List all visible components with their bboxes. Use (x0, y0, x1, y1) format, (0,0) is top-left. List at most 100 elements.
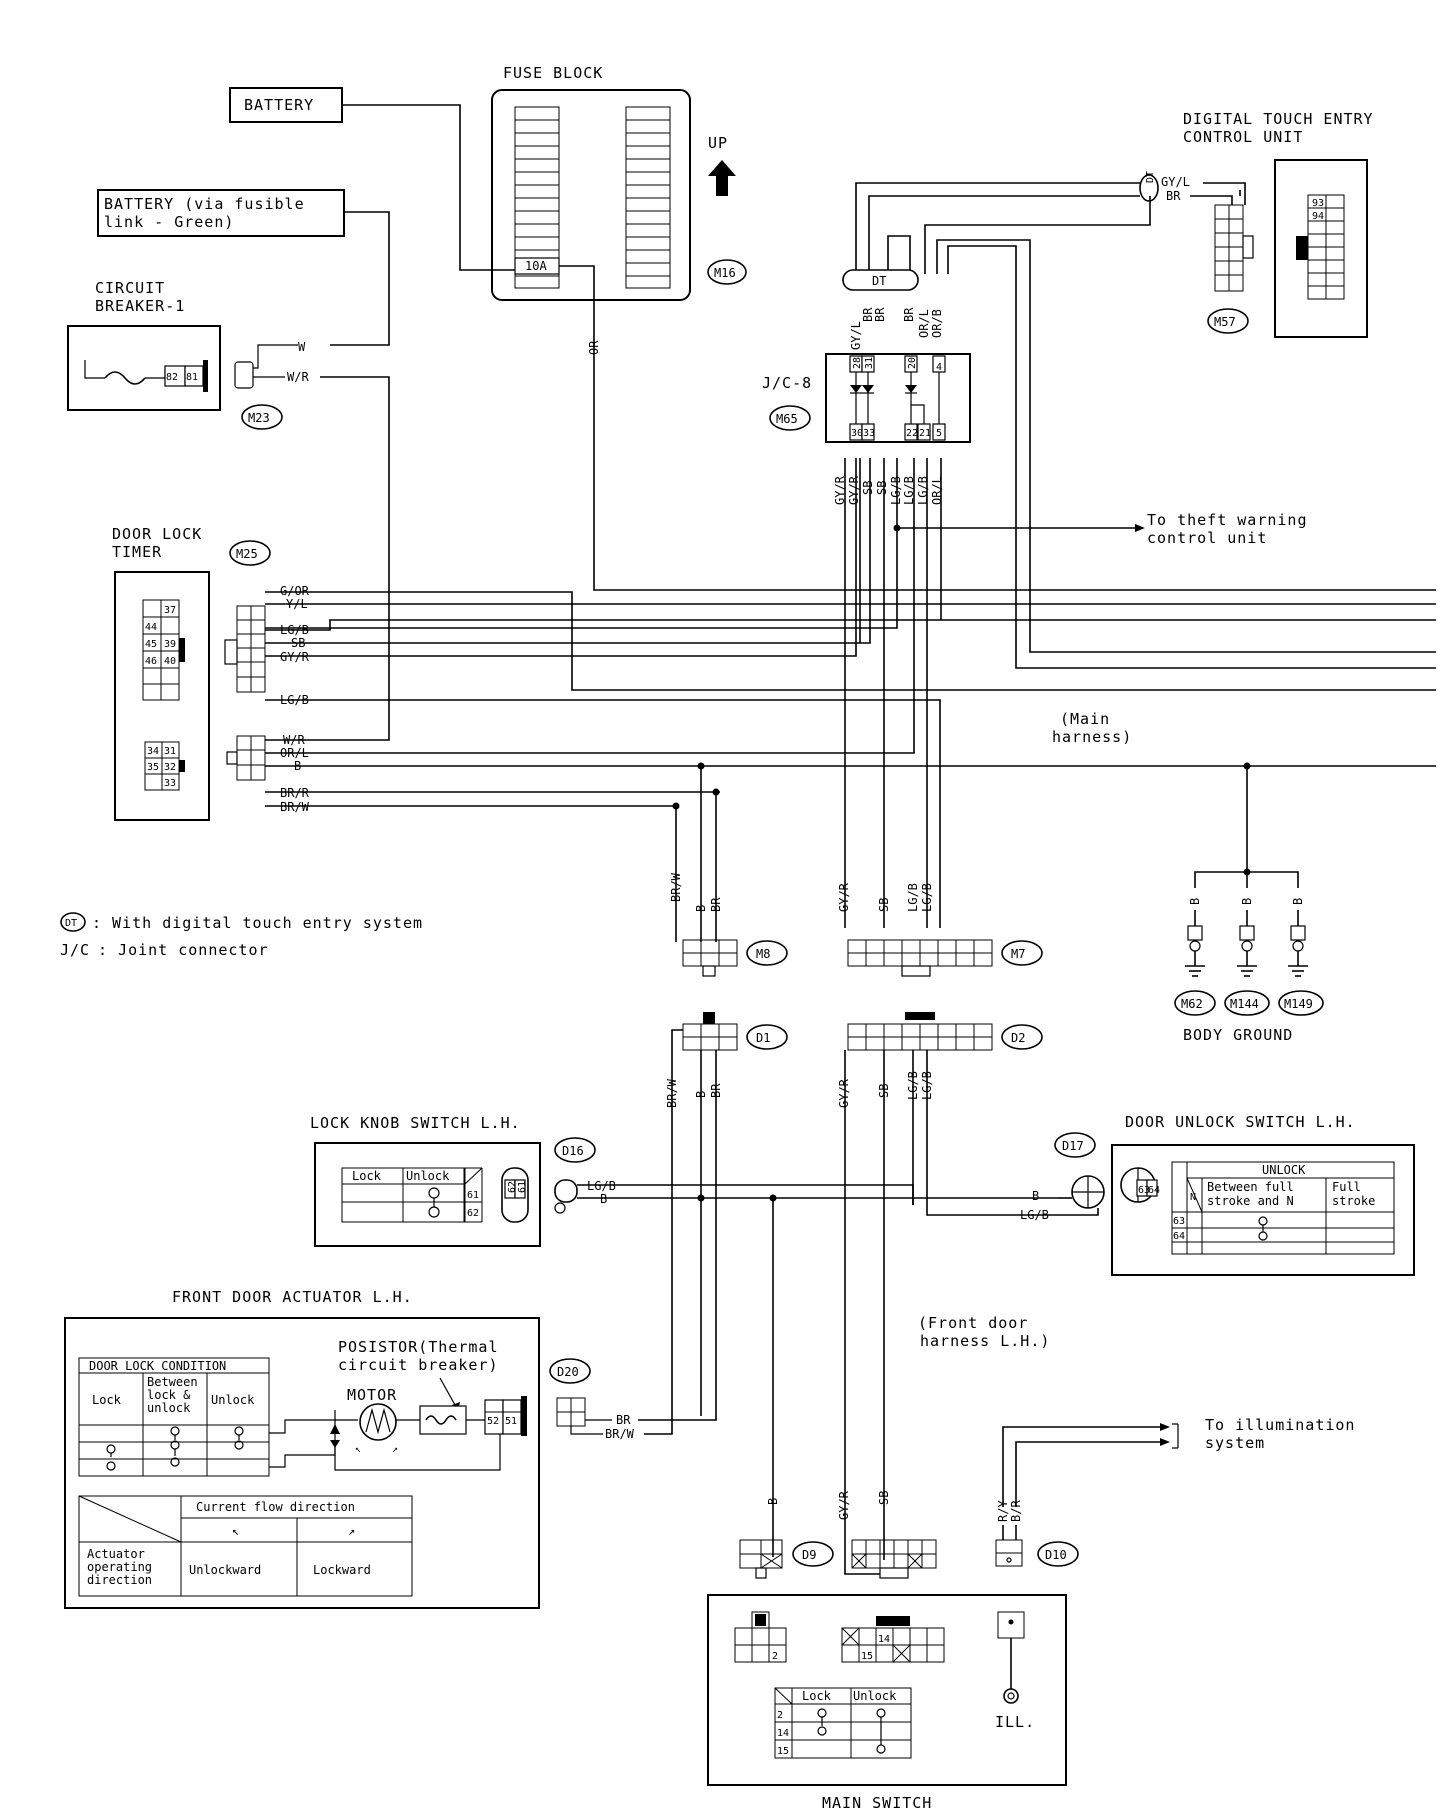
jc-pin-4: 4 (936, 362, 942, 373)
ms-left-connector (734, 1611, 787, 1663)
circuit-breaker-title-1: CIRCUIT (95, 279, 165, 297)
m25-wire-brw: BR/W (280, 800, 310, 814)
m25-label: M25 (236, 547, 258, 561)
m25-pin-33: 33 (164, 778, 176, 789)
d16-connector (554, 1179, 578, 1203)
m23-label: M23 (248, 411, 270, 425)
main-switch-title: MAIN SWITCH (822, 1794, 932, 1812)
d20-connector (556, 1397, 586, 1427)
svg-text:B: B (1188, 898, 1202, 905)
legend-dt-text: : With digital touch entry system (92, 914, 423, 932)
m149-badge (1278, 990, 1324, 1016)
svg-text:↗: ↗ (392, 1444, 398, 1455)
d17-pin-63: 63 (1138, 1185, 1150, 1196)
m144-label: M144 (1230, 997, 1259, 1011)
m23-badge (241, 404, 283, 430)
dlc-unlock: Unlock (211, 1393, 255, 1407)
door-unlock-n: N (1190, 1192, 1196, 1203)
jc8-label: J/C-8 (762, 374, 812, 392)
legend-dt-symbol-text: DT (65, 918, 77, 929)
ms-pin-15: 15 (861, 1651, 873, 1662)
d10-label: D10 (1045, 1548, 1067, 1562)
m7-label-gyr: GY/R (837, 882, 851, 912)
d17-pin-64: 64 (1148, 1185, 1160, 1196)
cb-pin-81: 81 (186, 372, 198, 383)
fuse-block-title: FUSE BLOCK (503, 64, 603, 82)
door-lock-condition-table (78, 1357, 270, 1477)
arrow-lock-icon: ↗ (348, 1524, 355, 1538)
jc-b-lgb3: LG/B (916, 476, 930, 505)
dlc-between-1: Between (147, 1375, 198, 1389)
wire-orb (947, 245, 1436, 669)
legend-jc-symbol: J/C (60, 941, 90, 959)
m7-label-sb: SB (877, 898, 891, 912)
jc-b-sb2: SB (875, 481, 889, 495)
main-harness-label-1: (Main (1060, 710, 1110, 728)
jc-pin-28: 28 (852, 357, 863, 369)
m25-connector-upper (224, 605, 266, 693)
m144-badge (1224, 990, 1270, 1016)
ms-wire-sb: SB (877, 1491, 891, 1505)
digital-touch-pins (1296, 194, 1345, 300)
dt-pill-jc-label: DT (872, 274, 886, 288)
wire-label-wr: W/R (287, 370, 309, 384)
m7-badge (1001, 940, 1043, 966)
d16-wire-b: B (600, 1192, 607, 1206)
d1-label-br: BR (709, 1083, 723, 1098)
jc8-diodes (850, 372, 940, 424)
d10-connector (995, 1539, 1023, 1567)
m25-pin-44: 44 (145, 622, 157, 633)
d1-badge (746, 1024, 788, 1050)
digital-touch-title-2: CONTROL UNIT (1183, 128, 1303, 146)
d9-label: D9 (802, 1548, 816, 1562)
d10-badge (1037, 1541, 1079, 1567)
ill-label: ILL. (995, 1713, 1035, 1731)
d10-wire-ry: R/Y (996, 1500, 1010, 1522)
jc-label-br3: BR (902, 307, 916, 322)
m62-label: M62 (1181, 997, 1203, 1011)
m57-connector (1214, 204, 1254, 292)
d17-wire-lgb: LG/B (1020, 1208, 1049, 1222)
up-arrow-icon (708, 160, 736, 196)
d20-wire-br: BR (616, 1413, 631, 1427)
ms-ill-lamp (997, 1611, 1025, 1704)
cb-pin-82: 82 (166, 372, 178, 383)
d20-pin-block (484, 1396, 527, 1436)
d17-label: D17 (1062, 1139, 1084, 1153)
lock-knob-row-62: 62 (467, 1208, 479, 1219)
circuit-breaker-title-2: BREAKER-1 (95, 297, 185, 315)
door-unlock-row-64: 64 (1173, 1231, 1185, 1242)
m25-pin-46: 46 (145, 656, 157, 667)
m25-lower-grid (144, 741, 185, 791)
d9-wire-b: B (766, 1498, 780, 1505)
m25-pin-37: 37 (164, 605, 176, 616)
svg-text:B: B (1291, 898, 1305, 905)
door-unlock-h1: Between full (1207, 1180, 1294, 1194)
jc-b-gyr1: GY/R (833, 475, 847, 505)
m57-badge (1207, 308, 1249, 334)
ground-m62: B (1185, 898, 1205, 977)
jc-pin-31: 31 (864, 357, 875, 369)
lock-knob-table (341, 1167, 483, 1223)
actuator-dir-1: Actuator (87, 1547, 145, 1561)
jc-b-lgb1: LG/B (889, 476, 903, 505)
m25-pin-32: 32 (164, 762, 176, 773)
battery-fusible-box (97, 189, 345, 237)
jc-label-br2: BR (873, 307, 887, 322)
m7-label-lgb1: LG/B (906, 883, 920, 912)
lock-knob-h-unlock: Unlock (406, 1169, 450, 1183)
motor-label: MOTOR (347, 1386, 397, 1404)
ms-pin-2: 2 (772, 1651, 778, 1662)
main-harness-label-2: harness) (1052, 728, 1132, 746)
legend-dt-symbol (60, 912, 86, 932)
front-door-harness-1: (Front door (918, 1314, 1028, 1332)
jc-b-orl: OR/L (930, 476, 944, 505)
jc-label-orl: OR/L (917, 309, 931, 338)
m23-connector (234, 361, 254, 389)
posistor-label-2: circuit breaker) (338, 1356, 499, 1374)
to-illum-2: system (1205, 1434, 1265, 1452)
lock-knob-row-61: 61 (467, 1190, 479, 1201)
d16-pin-61: 61 (517, 1181, 528, 1193)
d2-label-lgb2: LG/B (920, 1071, 934, 1100)
d2-connector (847, 1012, 993, 1051)
